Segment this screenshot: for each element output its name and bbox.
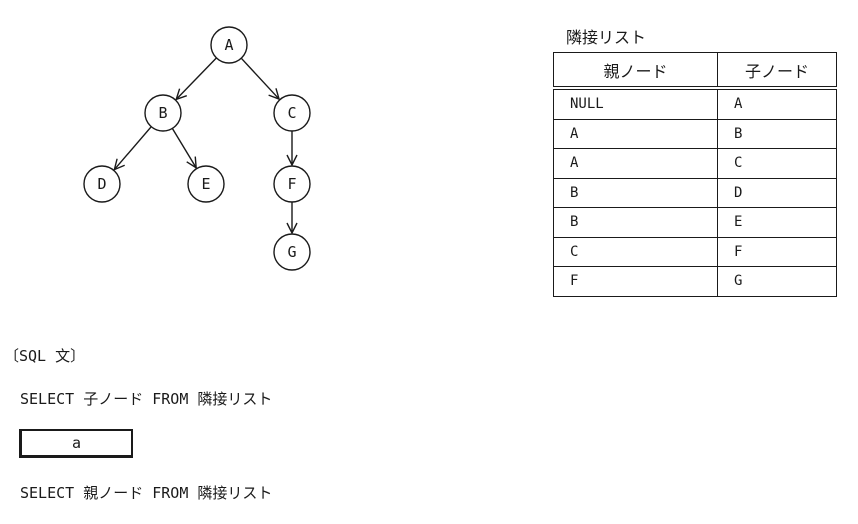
- child-cell: G: [717, 266, 837, 297]
- parent-cell: A: [553, 148, 718, 179]
- parent-cell: F: [553, 266, 718, 297]
- child-cell: E: [717, 207, 837, 238]
- node-c: C: [273, 94, 311, 132]
- node-circle: [273, 233, 311, 271]
- parent-cell: NULL: [553, 87, 718, 120]
- node-a: A: [210, 26, 248, 64]
- edge-b-d: [114, 126, 152, 170]
- edge-a-c: [240, 57, 279, 99]
- node-b: B: [144, 94, 182, 132]
- node-circle: [273, 94, 311, 132]
- node-label: D: [97, 175, 106, 193]
- parent-node-header: 親ノード: [553, 52, 718, 90]
- node-circle: [187, 165, 225, 203]
- node-label: C: [287, 104, 296, 122]
- sql-select-parent-line: SELECT 親ノード FROM 隣接リスト: [20, 484, 273, 502]
- child-node-header: 子ノード: [717, 52, 837, 90]
- node-g: G: [273, 233, 311, 271]
- node-label: E: [201, 175, 210, 193]
- child-cell: F: [717, 236, 837, 267]
- child-cell: D: [717, 177, 837, 208]
- child-cell: C: [717, 148, 837, 179]
- node-e: E: [187, 165, 225, 203]
- node-circle: [83, 165, 121, 203]
- node-circle: [210, 26, 248, 64]
- edge-b-e: [171, 128, 196, 167]
- adjacency-list-title: 隣接リスト: [566, 28, 647, 47]
- sql-blank-a: a: [19, 429, 133, 458]
- child-cell: A: [717, 87, 837, 120]
- tree-diagram: A B C D E F G: [83, 26, 311, 271]
- parent-cell: A: [553, 118, 718, 149]
- node-label: F: [287, 175, 296, 193]
- node-label: B: [158, 104, 167, 122]
- parent-cell: C: [553, 236, 718, 267]
- node-label: G: [287, 243, 296, 261]
- node-f: F: [273, 165, 311, 203]
- node-d: D: [83, 165, 121, 203]
- child-cell: B: [717, 118, 837, 149]
- sql-select-child-line: SELECT 子ノード FROM 隣接リスト: [20, 390, 273, 408]
- blank-label: a: [71, 434, 82, 452]
- edge-a-b: [176, 57, 217, 99]
- sql-section-label: 〔SQL 文〕: [4, 347, 86, 365]
- node-circle: [144, 94, 182, 132]
- parent-cell: B: [553, 177, 718, 208]
- node-circle: [273, 165, 311, 203]
- parent-cell: B: [553, 207, 718, 238]
- table-header-row: 親ノード 子ノード: [553, 52, 837, 90]
- node-label: A: [224, 36, 233, 54]
